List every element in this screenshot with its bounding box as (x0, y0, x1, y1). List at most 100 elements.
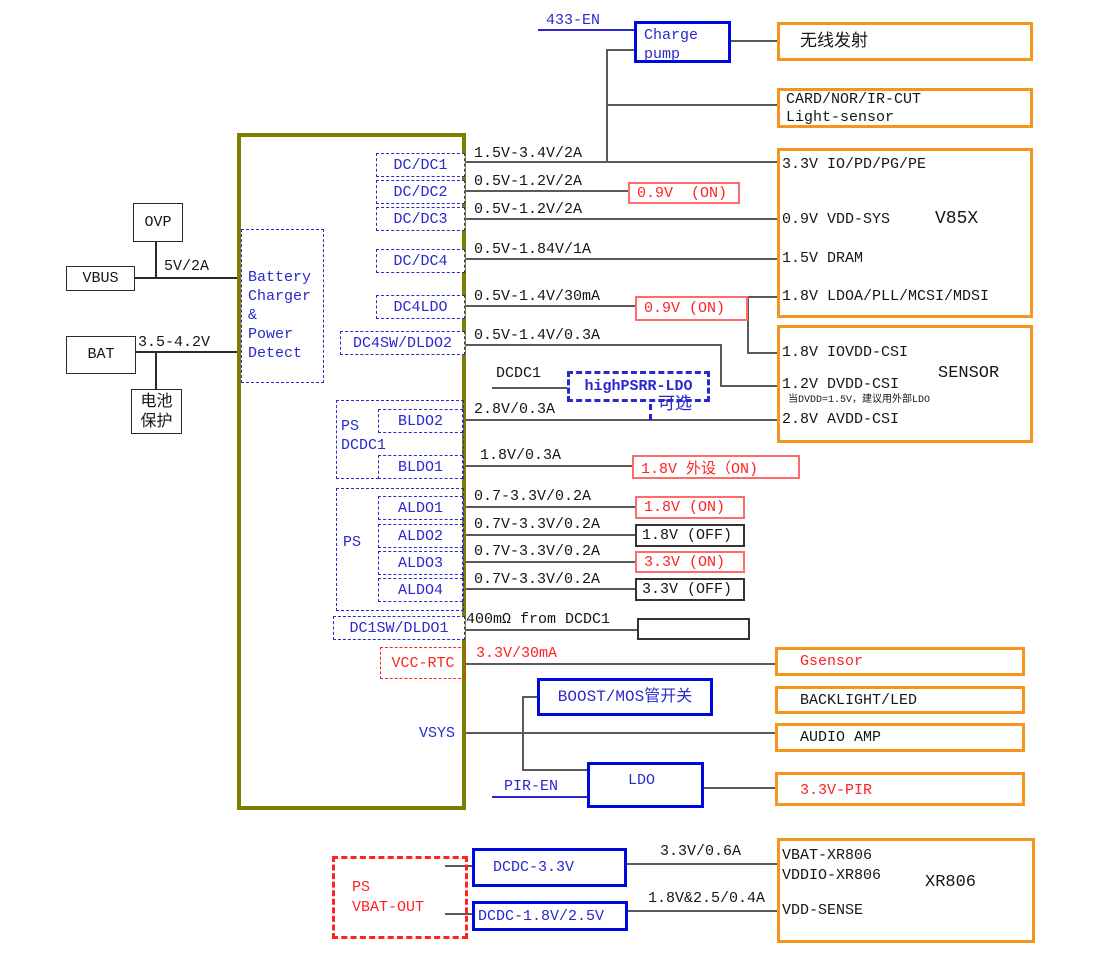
wire (522, 769, 587, 771)
regulator-dcdc3: DC/DC3 (376, 207, 465, 231)
rating-dcdc4: 0.5V-1.84V/1A (474, 241, 592, 258)
wire (720, 344, 722, 387)
v85x-box (777, 148, 1033, 318)
rating-bldo2: 2.8V/0.3A (474, 401, 556, 418)
dcdc3-label: DC/DC3 (393, 210, 448, 228)
backlight-label: BACKLIGHT/LED (800, 692, 918, 709)
bat-box: BAT (66, 336, 136, 374)
ovp-box: OVP (133, 203, 183, 242)
regulator-dc4ldo: DC4LDO (376, 295, 465, 319)
status-dc4ldo: 0.9V (ON) (635, 296, 748, 321)
card-sensor-box (777, 88, 1033, 128)
status-aldo4: 3.3V (OFF) (635, 578, 745, 601)
v85x-pin-dram: 1.5V DRAM (782, 250, 864, 267)
wire (606, 49, 608, 163)
regulator-bldo2: BLDO2 (378, 409, 463, 433)
bldo-group-label: PS DCDC1 (341, 418, 387, 454)
wire (133, 277, 237, 279)
dcdc1-ref-label: DCDC1 (496, 365, 542, 382)
wire (445, 865, 472, 867)
wireless-tx-label: 无线发射 (800, 31, 868, 50)
433-en-label: 433-EN (546, 12, 601, 29)
wire (155, 240, 157, 278)
pir-33v-label: 3.3V-PIR (800, 782, 873, 799)
ovp-label: OVP (144, 213, 172, 231)
regulator-dcdc2: DC/DC2 (376, 180, 465, 204)
battery-charger-block (241, 229, 324, 383)
dcdc1-label: DC/DC1 (393, 156, 448, 174)
sensor-chip-label: SENSOR (938, 364, 1000, 383)
rating-aldo4: 0.7V-3.3V/0.2A (474, 571, 601, 588)
xr806-chip-label: XR806 (925, 873, 977, 892)
wire (466, 561, 635, 563)
wire (731, 40, 777, 42)
regulator-aldo3: ALDO3 (378, 551, 463, 575)
dc4sw-label: DC4SW/DLDO2 (352, 334, 453, 352)
regulator-aldo4: ALDO4 (378, 578, 463, 602)
pir-33v-box (775, 772, 1025, 806)
wire (466, 344, 722, 346)
wire (606, 104, 777, 106)
rating-dc4sw: 0.5V-1.4V/0.3A (474, 327, 601, 344)
sensor-dvdd-note: 当DVDD=1.5V，建议用外部LDO (788, 395, 931, 406)
aldo1-label: ALDO1 (397, 499, 443, 517)
bat-rating: 3.5-4.2V (138, 334, 211, 351)
card-sensor-label: CARD/NOR/IR-CUT Light-sensor (786, 91, 922, 126)
v85x-pin-vddsys: 0.9V VDD-SYS (782, 211, 891, 228)
wire (466, 534, 635, 536)
sensor-box (777, 325, 1033, 443)
sensor-pin-avdd: 2.8V AVDD-CSI (782, 411, 900, 428)
boost-box: BOOST/MOS管开关 (537, 678, 713, 716)
ldo-box: LDO (587, 762, 704, 808)
dc1sw-label: DC1SW/DLDO1 (349, 619, 449, 637)
status-dcdc2-label: 0.9V (ON) (637, 184, 728, 202)
vbus-rating: 5V/2A (164, 258, 210, 275)
wire (522, 696, 537, 698)
v85x-chip-label: V85X (935, 209, 979, 229)
wire-433-en (538, 29, 634, 31)
vbus-box: VBUS (66, 266, 135, 291)
pmic-outline (237, 133, 466, 810)
vcc-rtc-label: VCC-RTC (391, 654, 455, 672)
wire (466, 588, 635, 590)
rating-bldo1: 1.8V/0.3A (480, 447, 562, 464)
vbus-label: VBUS (82, 269, 119, 287)
wire (747, 296, 749, 354)
ps-vbat-out-box: PS VBAT-OUT (332, 856, 468, 939)
dcdc4-label: DC/DC4 (393, 252, 448, 270)
aldo2-label: ALDO2 (397, 527, 443, 545)
wire (445, 913, 472, 915)
wire (747, 296, 777, 298)
rating-dcdc3: 0.5V-1.2V/2A (474, 201, 583, 218)
rating-dcdc2: 0.5V-1.2V/2A (474, 173, 583, 190)
dcdc-33-label: DCDC-3.3V (493, 859, 575, 876)
xr806-box (777, 838, 1035, 943)
battery-charger-label: Battery Charger & Power Detect (248, 269, 312, 362)
aldo3-label: ALDO3 (397, 554, 443, 572)
audio-amp-box (775, 723, 1025, 752)
status-aldo3: 3.3V (ON) (635, 551, 745, 573)
status-dc1sw-empty (637, 618, 750, 640)
ps-vbat-out-label: PS VBAT-OUT (352, 878, 425, 916)
audio-amp-label: AUDIO AMP (800, 729, 882, 746)
charge-pump-box: Charge pump (634, 21, 731, 63)
regulator-dc4sw-dldo2: DC4SW/DLDO2 (340, 331, 465, 355)
backlight-box (775, 686, 1025, 714)
v85x-pin-io: 3.3V IO/PD/PG/PE (782, 156, 927, 173)
wire (627, 910, 777, 912)
vsys-label: VSYS (419, 725, 456, 742)
sensor-pin-iovdd: 1.8V IOVDD-CSI (782, 344, 909, 361)
rating-dc1sw: 400mΩ from DCDC1 (466, 611, 611, 628)
ldo-label: LDO (628, 772, 656, 789)
rail-33-label: 3.3V/0.6A (660, 843, 742, 860)
optional-label: 可选 (658, 396, 692, 415)
bldo1-label: BLDO1 (397, 458, 443, 476)
aldo4-label: ALDO4 (397, 581, 443, 599)
status-aldo3-label: 3.3V (ON) (644, 553, 726, 571)
wire (466, 305, 635, 307)
rail-18-25-label: 1.8V&2.5/0.4A (648, 890, 766, 907)
xr806-pin-vddsense: VDD-SENSE (782, 902, 864, 919)
regulator-dcdc4: DC/DC4 (376, 249, 465, 273)
bat-label: BAT (87, 346, 115, 363)
xr806-pin-vbat: VBAT-XR806 (782, 847, 873, 864)
